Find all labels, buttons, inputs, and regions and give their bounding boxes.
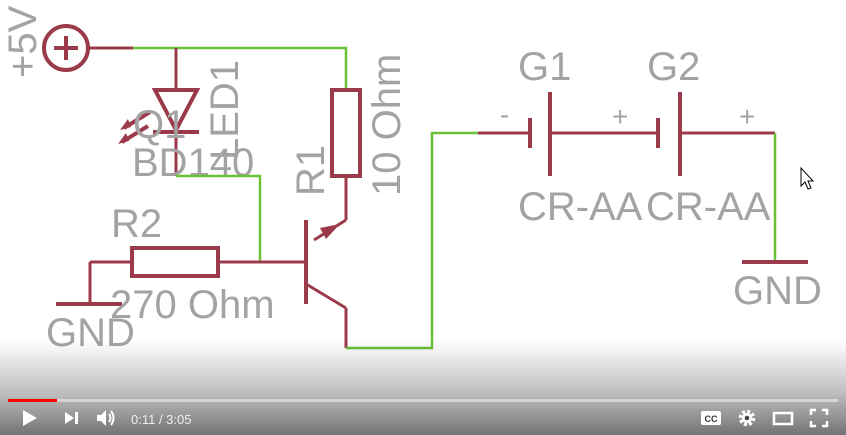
settings-icon: [738, 409, 756, 427]
captions-button[interactable]: CC: [698, 405, 724, 431]
supply-label: +5V: [1, 5, 45, 78]
g2-plus-sign: +: [739, 101, 755, 132]
r2-symbol: [56, 246, 260, 306]
g1-symbol: [478, 92, 656, 176]
g2-label: G2: [647, 45, 700, 89]
svg-text:CC: CC: [705, 414, 718, 424]
transistor-label: Q1: [133, 103, 186, 147]
volume-button[interactable]: [92, 405, 120, 431]
g2-symbol: [656, 92, 775, 176]
theater-mode-button[interactable]: [770, 405, 796, 431]
g2-value: CR-AA: [646, 185, 771, 229]
play-icon: [23, 410, 37, 426]
fullscreen-icon: [809, 408, 829, 428]
g1-plus-sign: +: [612, 101, 628, 132]
r1-value: 10 Ohm: [365, 54, 409, 196]
captions-icon: CC: [701, 411, 721, 425]
play-button[interactable]: [16, 405, 42, 431]
transistor-symbol: [260, 220, 348, 348]
progress-bar[interactable]: [8, 399, 838, 402]
g1-label: G1: [518, 45, 571, 89]
settings-button[interactable]: [734, 405, 760, 431]
r1-label: R1: [289, 145, 333, 196]
wire-top: [133, 46, 348, 90]
r1-symbol: [313, 88, 362, 242]
transistor-value: BD140: [132, 141, 254, 185]
fullscreen-button[interactable]: [806, 405, 832, 431]
r2-label: R2: [111, 202, 162, 246]
gnd-right-label: GND: [733, 269, 822, 313]
next-icon: [65, 412, 78, 424]
time-display: 0:11 / 3:05: [131, 412, 192, 427]
led-label: LED1: [203, 60, 247, 160]
g1-minus-sign: -: [500, 99, 509, 130]
volume-icon: [97, 410, 115, 426]
theater-mode-icon: [772, 411, 794, 426]
g1-value: CR-AA: [518, 185, 643, 229]
wire-led-base: [176, 174, 262, 262]
progress-bar-fill: [8, 399, 57, 402]
next-button[interactable]: [58, 405, 84, 431]
led-symbol: [118, 48, 201, 176]
supply-symbol: [42, 24, 133, 72]
cursor-icon: [800, 166, 815, 190]
video-player-controls: 0:11 / 3:05 CC: [0, 340, 846, 435]
r2-value: 270 Ohm: [110, 283, 275, 327]
